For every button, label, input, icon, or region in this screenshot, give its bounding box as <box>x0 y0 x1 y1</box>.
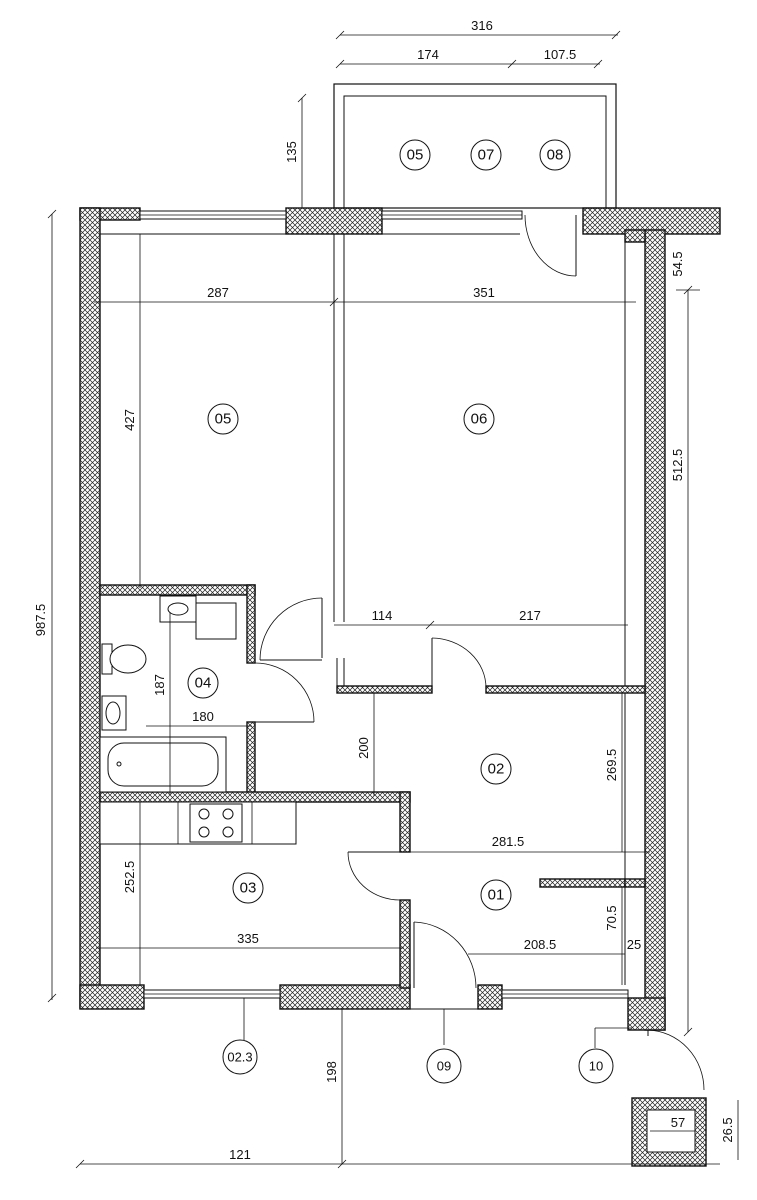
dimension-lines <box>47 30 739 1169</box>
dim-shaft-height: 26.5 <box>720 1117 735 1142</box>
room-label-06: 06 <box>471 411 488 428</box>
dim-kitchen-height: 252.5 <box>122 861 137 894</box>
kitchen-right-wall-lower <box>399 899 411 989</box>
room-label-02: 02 <box>488 761 505 778</box>
dim-top-right: 107.5 <box>544 47 577 62</box>
bottom-wall-1 <box>79 984 145 1010</box>
right-wall <box>644 229 666 1031</box>
balcony-door-swing <box>524 214 577 277</box>
dimension-labels: 316 174 107.5 135 287 351 427 54.5 512.5… <box>33 18 735 1162</box>
dim-room05-height: 427 <box>122 409 137 431</box>
room-label-05: 05 <box>215 411 232 428</box>
room-labels: 05 06 04 02 03 01 <box>187 403 512 911</box>
room-label-04: 04 <box>195 675 212 692</box>
marker-09: 09 <box>437 1059 451 1074</box>
dim-room06-lower-left: 114 <box>372 608 393 623</box>
wall-06-02-right <box>485 685 646 694</box>
doors <box>254 214 705 1091</box>
dim-bath-height: 187 <box>152 674 167 696</box>
bottom-wall-3 <box>477 984 503 1010</box>
stove <box>189 803 243 843</box>
dim-room02-height: 269.5 <box>604 749 619 782</box>
bath-right-wall-lower <box>246 721 256 803</box>
dim-right-top-offset: 54.5 <box>670 251 685 276</box>
dim-balcony-depth: 135 <box>284 141 299 163</box>
bath-cabinet <box>195 602 237 640</box>
right-wall-cap <box>624 229 646 243</box>
bottom-wall-corner <box>627 997 666 1031</box>
bottom-wall-2 <box>279 984 411 1010</box>
marker-02-3: 02.3 <box>227 1050 252 1065</box>
balcony-labels: 05 07 08 <box>399 139 571 171</box>
dim-room06-lower-right: 217 <box>519 608 541 623</box>
marker-10: 10 <box>589 1059 603 1074</box>
dim-hall-height: 200 <box>356 737 371 759</box>
dim-room05-width: 287 <box>207 285 229 300</box>
dim-entry-offset: 198 <box>324 1061 339 1083</box>
dim-room01-offset: 25 <box>627 937 641 952</box>
dim-kitchen-width: 335 <box>237 931 259 946</box>
windows <box>139 210 629 999</box>
room01-partition-end <box>624 878 646 888</box>
dim-room01-lower-height: 70.5 <box>604 905 619 930</box>
walls <box>79 207 721 1167</box>
bath-right-wall-upper <box>246 584 256 664</box>
room-label-03: 03 <box>240 880 257 897</box>
balcony <box>333 83 617 209</box>
dim-room06-width: 351 <box>473 285 495 300</box>
room-label-01: 01 <box>488 887 505 904</box>
bath-top-wall <box>99 584 256 596</box>
room01-partition <box>539 878 626 888</box>
dim-room01-width: 281.5 <box>492 834 525 849</box>
toilet-bowl <box>109 644 147 674</box>
reference-markers: 02.3 09 10 <box>222 1039 614 1084</box>
dim-bottom-total: 121 <box>229 1147 251 1162</box>
balcony-label-05: 05 <box>407 147 424 164</box>
dim-bath-width: 180 <box>192 709 214 724</box>
wall-06-02-left <box>336 685 433 694</box>
kitchen-top-wall <box>99 791 411 803</box>
kitchen-right-wall-upper <box>399 791 411 853</box>
dim-right-height: 512.5 <box>670 449 685 482</box>
balcony-label-08: 08 <box>547 147 564 164</box>
dim-shaft-width: 57 <box>671 1115 685 1130</box>
left-wall <box>79 207 101 1009</box>
dim-top-total: 316 <box>471 18 493 33</box>
dim-top-left: 174 <box>417 47 439 62</box>
top-wall-middle <box>285 207 383 235</box>
dim-overall-height: 987.5 <box>33 604 48 637</box>
fixtures <box>99 595 297 845</box>
balcony-label-07: 07 <box>478 147 495 164</box>
dim-room01-bottom: 208.5 <box>524 937 557 952</box>
